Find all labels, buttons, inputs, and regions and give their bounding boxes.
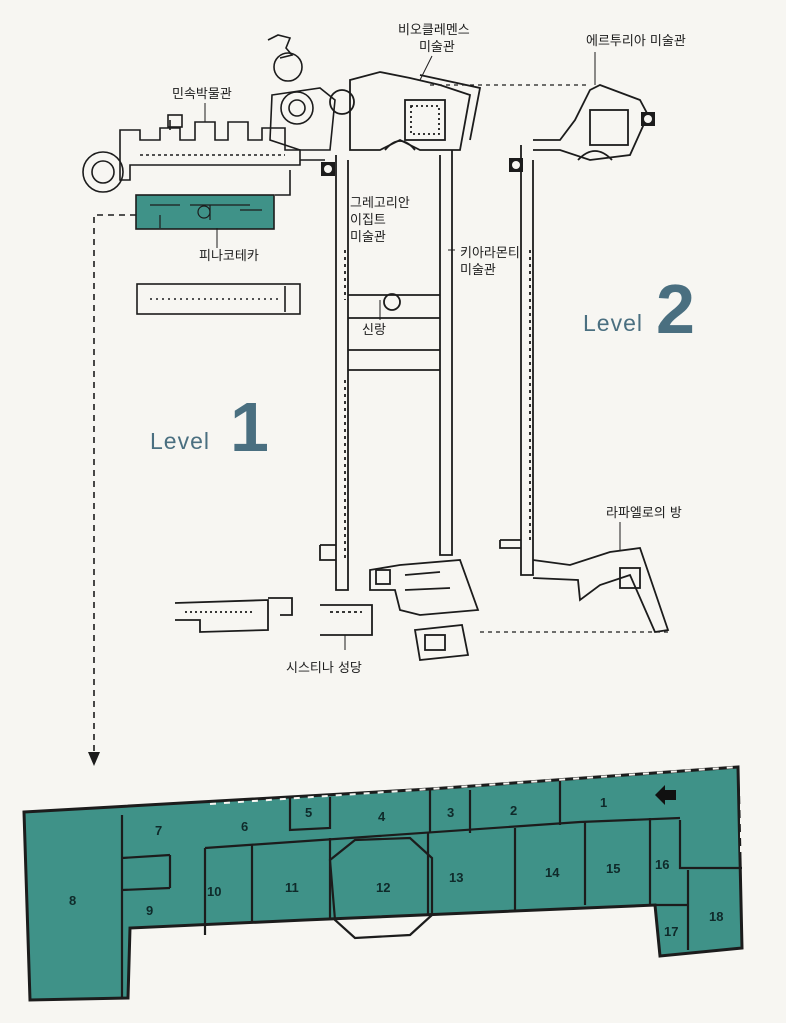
gallery-building [136, 283, 301, 315]
label-chiaramonti-line2: 미술관 [460, 263, 496, 278]
label-sistine-chapel: 시스티나 성당 [286, 661, 362, 676]
room-9: 9 [146, 903, 154, 918]
room-1: 1 [600, 795, 608, 810]
label-chiaramonti-line1: 키아라몬티 [460, 246, 520, 261]
room-5: 5 [305, 805, 313, 820]
label-new-wing: 신랑 [362, 323, 386, 338]
room-10: 10 [207, 884, 222, 899]
room-8: 8 [69, 893, 77, 908]
level2-label: Level [583, 310, 643, 336]
room-16: 16 [655, 857, 670, 872]
label-pinacoteca: 피나코테카 [199, 249, 259, 264]
stair-connector-icon [321, 112, 655, 176]
room-2: 2 [510, 803, 518, 818]
label-leaders [204, 52, 621, 650]
room-15: 15 [606, 861, 621, 876]
label-chiaramonti: 키아라몬티 미술관 [460, 245, 520, 279]
room-7: 7 [155, 823, 163, 838]
label-raphael-rooms: 라파엘로의 방 [606, 506, 682, 521]
room-3: 3 [447, 805, 455, 820]
room-4: 4 [378, 809, 386, 824]
room-12: 12 [376, 880, 391, 895]
detail-pointer [88, 214, 136, 766]
level1-number: 1 [230, 388, 269, 466]
label-gregorian-line2: 이집트 [350, 213, 386, 228]
level2-corridor [499, 84, 670, 633]
room-18: 18 [709, 909, 724, 924]
room-14: 14 [545, 865, 560, 880]
pinacoteca-building-small [135, 194, 275, 230]
label-etruscan: 에르투리아 미술관 [586, 34, 686, 49]
room-6: 6 [241, 819, 249, 834]
label-pio-clementino: 비오클레멘스 미술관 [398, 22, 470, 56]
level1-corridor [174, 71, 482, 661]
label-gregorian-line1: 그레고리안 [350, 196, 410, 211]
room-17: 17 [664, 924, 679, 939]
pinacoteca-detail-plan [22, 765, 744, 1002]
label-gregorian-line3: 미술관 [350, 230, 386, 245]
level2-number: 2 [656, 270, 695, 348]
connection-lines [430, 84, 668, 633]
label-gregorian-egyptian: 그레고리안 이집트 미술관 [350, 195, 410, 246]
room-13: 13 [449, 870, 464, 885]
room-11: 11 [285, 880, 299, 895]
label-pio-clementino-line1: 비오클레멘스 [398, 23, 470, 38]
label-pio-clementino-line2: 미술관 [418, 40, 455, 55]
level1-label: Level [150, 428, 210, 454]
folk-museum-building [82, 34, 336, 196]
entrance-arrow-icon [655, 785, 676, 805]
label-folk-museum: 민속박물관 [172, 87, 232, 102]
